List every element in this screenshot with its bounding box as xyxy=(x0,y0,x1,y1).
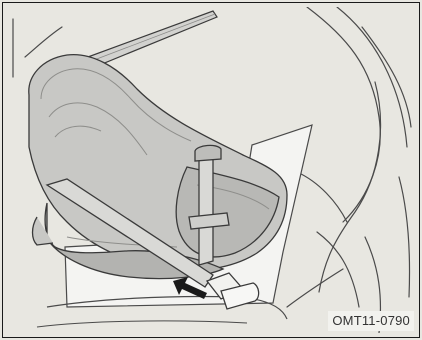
figure-code-label: OMT11-0790 xyxy=(328,311,414,331)
car-seat-illustration xyxy=(7,7,415,333)
